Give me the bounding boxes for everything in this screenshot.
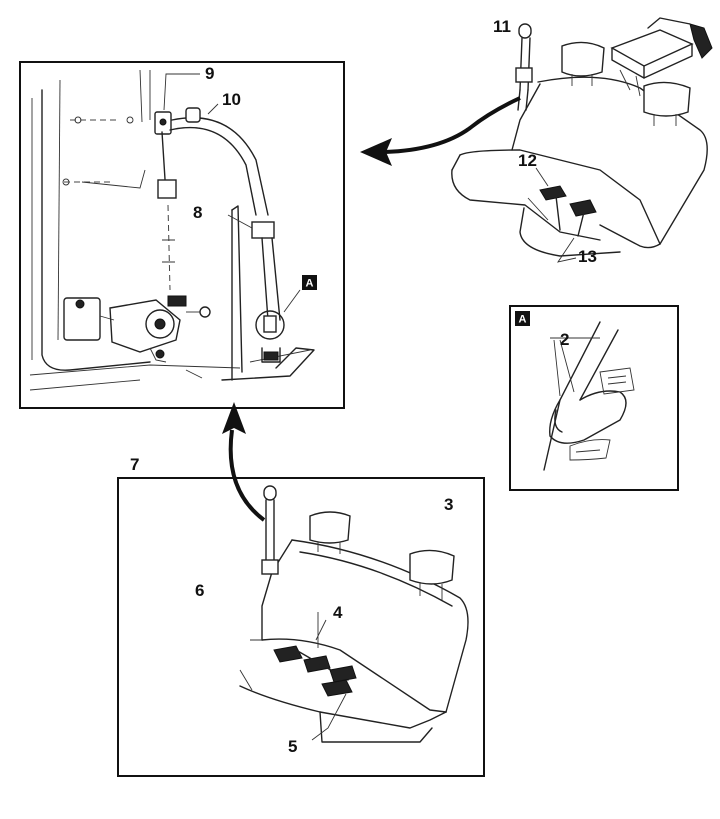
detail-tag-a-text: A (306, 278, 314, 290)
label-5: 5 (288, 737, 297, 756)
label-3: 3 (444, 495, 453, 514)
detail-tag-a: A (302, 275, 317, 290)
label-8: 8 (193, 203, 202, 222)
label-2: 2 (560, 330, 569, 349)
rear-seat-overview (451, 17, 713, 263)
label-11: 11 (493, 17, 511, 36)
label-7: 7 (130, 455, 139, 474)
label-13: 13 (578, 247, 597, 266)
label-10: 10 (222, 90, 241, 109)
label-12: 12 (518, 151, 537, 170)
bottom-seat-panel (117, 477, 485, 777)
detail-a-panel (509, 305, 679, 491)
detail-panel-belt-mounting (19, 61, 345, 409)
label-9: 9 (205, 64, 214, 83)
label-6: 6 (195, 581, 204, 600)
label-4: 4 (333, 603, 343, 622)
detail-a-panel-tag: A (515, 311, 530, 326)
arrow-to-detail-panel (360, 96, 521, 166)
arrow-bottom-to-detail (222, 402, 266, 522)
detail-a-panel-tag-text: A (519, 314, 527, 326)
